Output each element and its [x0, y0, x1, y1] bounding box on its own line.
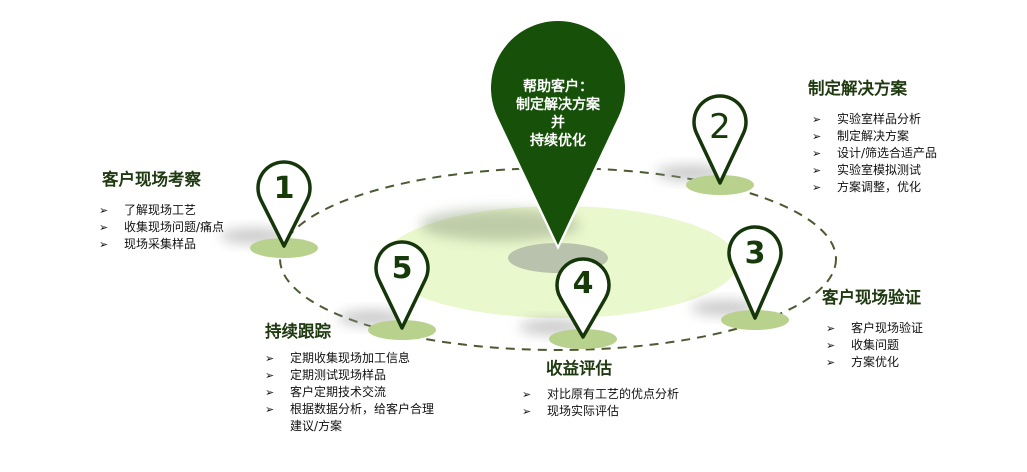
pin-base	[721, 310, 789, 330]
center-line: 帮助客户：	[523, 79, 593, 95]
bullet-item: ➢ 对比原有工艺的优点分析	[522, 386, 679, 403]
map-pin-outline-icon-2	[692, 94, 748, 185]
step-number-2: 2	[709, 107, 731, 147]
bullet-item: ➢ 方案优化	[826, 354, 923, 371]
bullet-text: 方案调整，优化	[837, 180, 922, 194]
bullet-text: 设计/筛选合适产品	[837, 146, 938, 160]
bullet-item: ➢ 定期收集现场加工信息	[265, 350, 435, 367]
step-4-block: 收益评估 ➢ 对比原有工艺的优点分析 ➢ 现场实际评估	[522, 355, 679, 420]
arrow-bullet-icon: ➢	[99, 221, 109, 234]
arrow-bullet-icon: ➢	[826, 339, 836, 352]
map-pin-outline-icon-1	[256, 160, 312, 248]
arrow-bullet-icon: ➢	[812, 113, 822, 126]
bullet-item: ➢ 客户定期技术交流	[265, 384, 435, 401]
bullet-text: 制定解决方案	[837, 129, 910, 143]
arrow-bullet-icon: ➢	[265, 386, 275, 399]
step-title: 持续跟踪	[265, 322, 331, 341]
arrow-bullet-icon: ➢	[522, 405, 532, 418]
pin-base	[686, 175, 754, 195]
bullet-text: 方案优化	[851, 355, 900, 369]
step-title: 客户现场考察	[102, 170, 201, 189]
step-1-block: 客户现场考察 ➢ 了解现场工艺 ➢ 收集现场问题/痛点 ➢ 现场采集样品	[99, 166, 224, 253]
step-5-block: 持续跟踪 ➢ 定期收集现场加工信息 ➢ 定期测试现场样品 ➢ 客户定期技术交流 ➢ 根据数据分…	[265, 318, 440, 435]
cycle-path	[279, 167, 837, 351]
pin-base	[549, 329, 617, 349]
bullet-text: 现场实际评估	[547, 404, 620, 418]
bullet-item: ➢ 了解现场工艺	[99, 202, 224, 219]
arrow-bullet-icon: ➢	[826, 356, 836, 369]
bullet-text: 收集问题	[851, 338, 900, 352]
bullet-item: ➢ 收集现场问题/痛点	[99, 219, 224, 236]
bullet-text: 客户现场验证	[851, 321, 924, 335]
center-message: 帮助客户： 制定解决方案 并 持续优化	[498, 78, 618, 150]
step-number-1: 1	[273, 171, 295, 206]
big-map-pin-icon	[491, 20, 625, 246]
bullet-text: 定期测试现场样品	[290, 368, 387, 382]
arrow-bullet-icon: ➢	[99, 238, 109, 251]
arrow-bullet-icon: ➢	[522, 388, 532, 401]
bullet-item: ➢ 客户现场验证	[826, 320, 923, 337]
bullet-item: ➢ 定期测试现场样品	[265, 367, 435, 384]
step-title: 客户现场验证	[822, 288, 921, 307]
bullet-item: ➢ 实验室样品分析	[812, 111, 937, 128]
bullet-text: 收集现场问题/痛点	[124, 220, 225, 234]
bullet-text: 客户定期技术交流	[290, 385, 387, 399]
bullet-text: 现场采集样品	[124, 237, 197, 251]
arrow-bullet-icon: ➢	[265, 352, 275, 365]
center-line: 并	[551, 115, 565, 131]
arrow-bullet-icon: ➢	[812, 164, 822, 177]
step-number-5: 5	[391, 251, 413, 286]
bullet-item: ➢ 实验室模拟测试	[812, 162, 937, 179]
bullet-item: ➢ 收集问题	[826, 337, 923, 354]
bullet-item: ➢ 现场实际评估	[522, 403, 679, 420]
arrow-bullet-icon: ➢	[99, 204, 109, 217]
bullet-text: 实验室样品分析	[837, 112, 922, 126]
bullet-text: 根据数据分析，给客户合理建议/方案	[290, 402, 435, 433]
arrow-bullet-icon: ➢	[812, 181, 822, 194]
map-pin-outline-icon-5	[374, 240, 430, 330]
arrow-bullet-icon: ➢	[812, 147, 822, 160]
bullet-item: ➢ 设计/筛选合适产品	[812, 145, 937, 162]
map-pin-outline-icon-3	[727, 225, 783, 320]
pin-base	[368, 320, 436, 340]
bullet-item: ➢ 根据数据分析，给客户合理建议/方案	[265, 401, 435, 435]
step-3-block: 客户现场验证 ➢ 客户现场验证 ➢ 收集问题 ➢ 方案优化	[822, 284, 923, 371]
bullet-item: ➢ 制定解决方案	[812, 128, 937, 145]
arrow-bullet-icon: ➢	[265, 403, 275, 416]
step-number-3: 3	[744, 236, 766, 271]
bullet-text: 实验室模拟测试	[837, 163, 922, 177]
arrow-bullet-icon: ➢	[265, 369, 275, 382]
big-pin-shadow	[420, 209, 580, 241]
center-line: 持续优化	[530, 133, 586, 149]
pin-base	[250, 238, 318, 258]
center-line: 制定解决方案	[516, 97, 600, 113]
bullet-item: ➢ 方案调整，优化	[812, 179, 937, 196]
step-title: 收益评估	[546, 359, 612, 378]
bullet-text: 定期收集现场加工信息	[290, 351, 411, 365]
arrow-bullet-icon: ➢	[826, 322, 836, 335]
step-number-4: 4	[572, 266, 594, 301]
bullet-text: 了解现场工艺	[124, 203, 197, 217]
bullet-item: ➢ 现场采集样品	[99, 236, 224, 253]
arrow-bullet-icon: ➢	[812, 130, 822, 143]
map-pin-outline-icon-4	[555, 257, 611, 339]
step-2-block: 制定解决方案 ➢ 实验室样品分析 ➢ 制定解决方案 ➢ 设计/筛选合适产品 ➢ 实验室模拟测试…	[808, 75, 937, 196]
bullet-text: 对比原有工艺的优点分析	[547, 387, 680, 401]
step-title: 制定解决方案	[808, 79, 907, 98]
